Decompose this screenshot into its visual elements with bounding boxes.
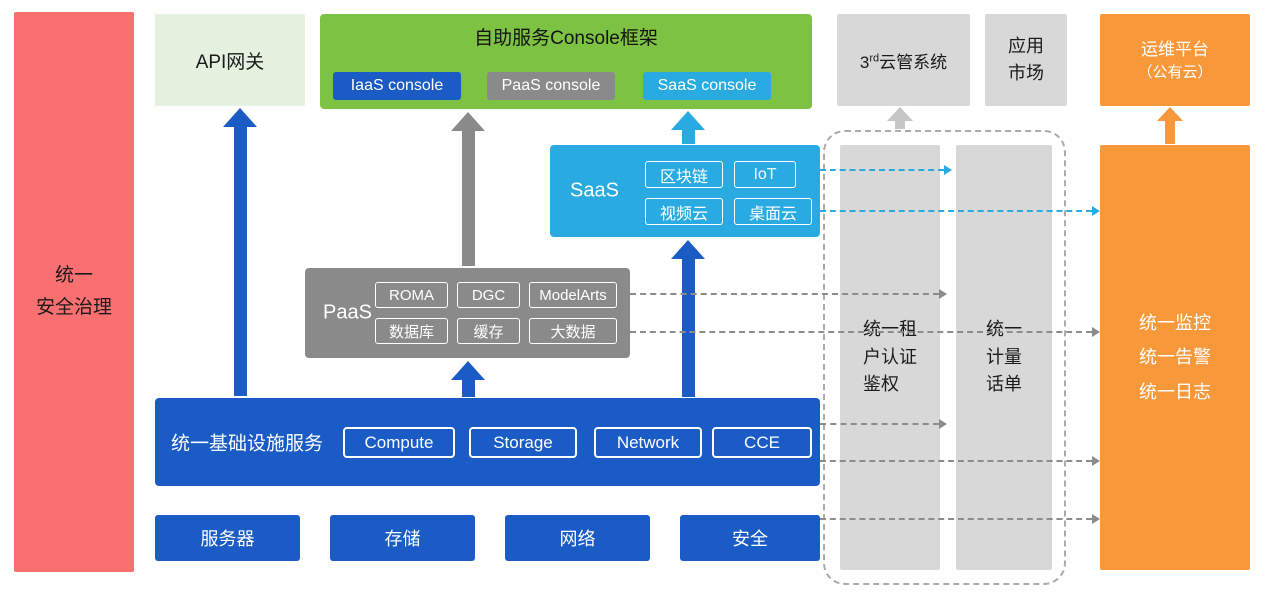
arrow-shaft <box>461 380 475 397</box>
connector-paas-to-monitoring <box>630 327 1100 337</box>
paas-console-chip: PaaS console <box>487 72 615 100</box>
connector-arrowhead <box>1092 206 1100 216</box>
compute-chip: Compute <box>343 427 455 458</box>
arrow-head <box>451 112 485 131</box>
saas-label: SaaS <box>570 179 619 202</box>
connector-arrowhead <box>1092 514 1100 524</box>
saas-console-chip: SaaS console <box>643 72 771 100</box>
api-gateway-box: API网关 <box>155 14 305 106</box>
third-party-base: 3 <box>859 52 870 72</box>
third-party-cloud-label: 3rd云管系统 <box>860 48 947 73</box>
arrow-shaft <box>895 121 905 129</box>
connector-paas-to-metering <box>630 289 947 299</box>
console-frame-title: 自助服务Console框架 <box>474 28 658 49</box>
third-party-cloud-box: 3rd云管系统 <box>837 14 970 106</box>
arrow-group-to-third-party <box>887 107 913 129</box>
metering-label: 统一 计量 话单 <box>986 318 1022 395</box>
connector-arrowhead <box>939 289 947 299</box>
video-cloud-chip: 视频云 <box>645 198 723 225</box>
tenant-auth-label: 统一租 户认证 鉴权 <box>863 318 917 395</box>
connector-line <box>820 423 939 425</box>
connector-infra-to-metering <box>820 419 947 429</box>
network-chip: Network <box>594 427 702 458</box>
connector-line <box>820 518 1092 520</box>
saas-box: SaaS 区块链 IoT 视频云 桌面云 <box>550 145 820 237</box>
network-hw-box: 网络 <box>505 515 650 561</box>
modelarts-chip: ModelArts <box>529 282 617 308</box>
cache-chip: 缓存 <box>457 318 520 344</box>
arrow-head <box>223 108 257 127</box>
arrow-infra-to-paas <box>451 361 485 397</box>
monitoring-bar: 统一监控 统一告警 统一日志 <box>1100 145 1250 570</box>
iaas-console-chip: IaaS console <box>333 72 461 100</box>
om-platform-title: 运维平台 <box>1141 39 1209 59</box>
security-governance-bar: 统一 安全治理 <box>14 12 134 572</box>
connector-line <box>820 210 1092 212</box>
connector-arrowhead <box>939 419 947 429</box>
database-chip: 数据库 <box>375 318 448 344</box>
third-party-rest: 云管系统 <box>879 52 948 72</box>
dgc-chip: DGC <box>457 282 520 308</box>
connector-saas-to-metering <box>820 165 952 175</box>
arrow-shaft <box>461 131 475 266</box>
metering-bar: 统一 计量 话单 <box>956 145 1052 570</box>
third-party-superscript: rd <box>869 51 880 64</box>
roma-chip: ROMA <box>375 282 448 308</box>
arrow-saas-to-console <box>671 111 705 144</box>
arrow-shaft <box>1165 121 1175 144</box>
arrow-head <box>1157 107 1183 121</box>
security-hw-box: 安全 <box>680 515 820 561</box>
connector-line <box>820 460 1092 462</box>
infrastructure-box: 统一基础设施服务 Compute Storage Network CCE <box>155 398 820 486</box>
iot-chip: IoT <box>734 161 796 188</box>
arrow-head <box>887 107 913 121</box>
connector-line <box>820 169 944 171</box>
shared-services-group <box>823 130 1066 585</box>
monitoring-label: 统一监控 统一告警 统一日志 <box>1139 313 1211 402</box>
connector-saas-to-monitoring <box>820 206 1100 216</box>
connector-infra-to-monitoring <box>820 456 1100 466</box>
bigdata-chip: 大数据 <box>529 318 617 344</box>
arrow-shaft <box>233 127 247 396</box>
connector-line <box>630 293 939 295</box>
blockchain-chip: 区块链 <box>645 161 723 188</box>
storage-chip: Storage <box>469 427 577 458</box>
connector-arrowhead <box>1092 456 1100 466</box>
arrow-head <box>671 240 705 259</box>
paas-label: PaaS <box>323 301 372 324</box>
tenant-auth-bar: 统一租 户认证 鉴权 <box>840 145 940 570</box>
arrow-shaft <box>681 130 695 144</box>
arrow-infra-to-api-gateway <box>223 108 257 396</box>
connector-arrowhead <box>1092 327 1100 337</box>
connector-line <box>630 331 1092 333</box>
desktop-cloud-chip: 桌面云 <box>734 198 812 225</box>
arrow-infra-to-saas <box>671 240 705 397</box>
connector-arrowhead <box>944 165 952 175</box>
arrow-head <box>451 361 485 380</box>
om-platform-box: 运维平台 （公有云） <box>1100 14 1250 106</box>
arrow-paas-to-console <box>451 112 485 266</box>
app-market-box: 应用 市场 <box>985 14 1067 106</box>
om-platform-subtitle: （公有云） <box>1137 64 1213 82</box>
server-box: 服务器 <box>155 515 300 561</box>
cce-chip: CCE <box>712 427 812 458</box>
arrow-head <box>671 111 705 130</box>
storage-hw-box: 存储 <box>330 515 475 561</box>
console-frame-box: 自助服务Console框架 IaaS console PaaS console … <box>320 14 812 109</box>
paas-box: PaaS ROMA DGC ModelArts 数据库 缓存 大数据 <box>305 268 630 358</box>
infrastructure-label: 统一基础设施服务 <box>171 433 324 455</box>
connector-hardware-to-monitoring <box>820 514 1100 524</box>
arrow-monitor-to-om-platform <box>1157 107 1183 144</box>
